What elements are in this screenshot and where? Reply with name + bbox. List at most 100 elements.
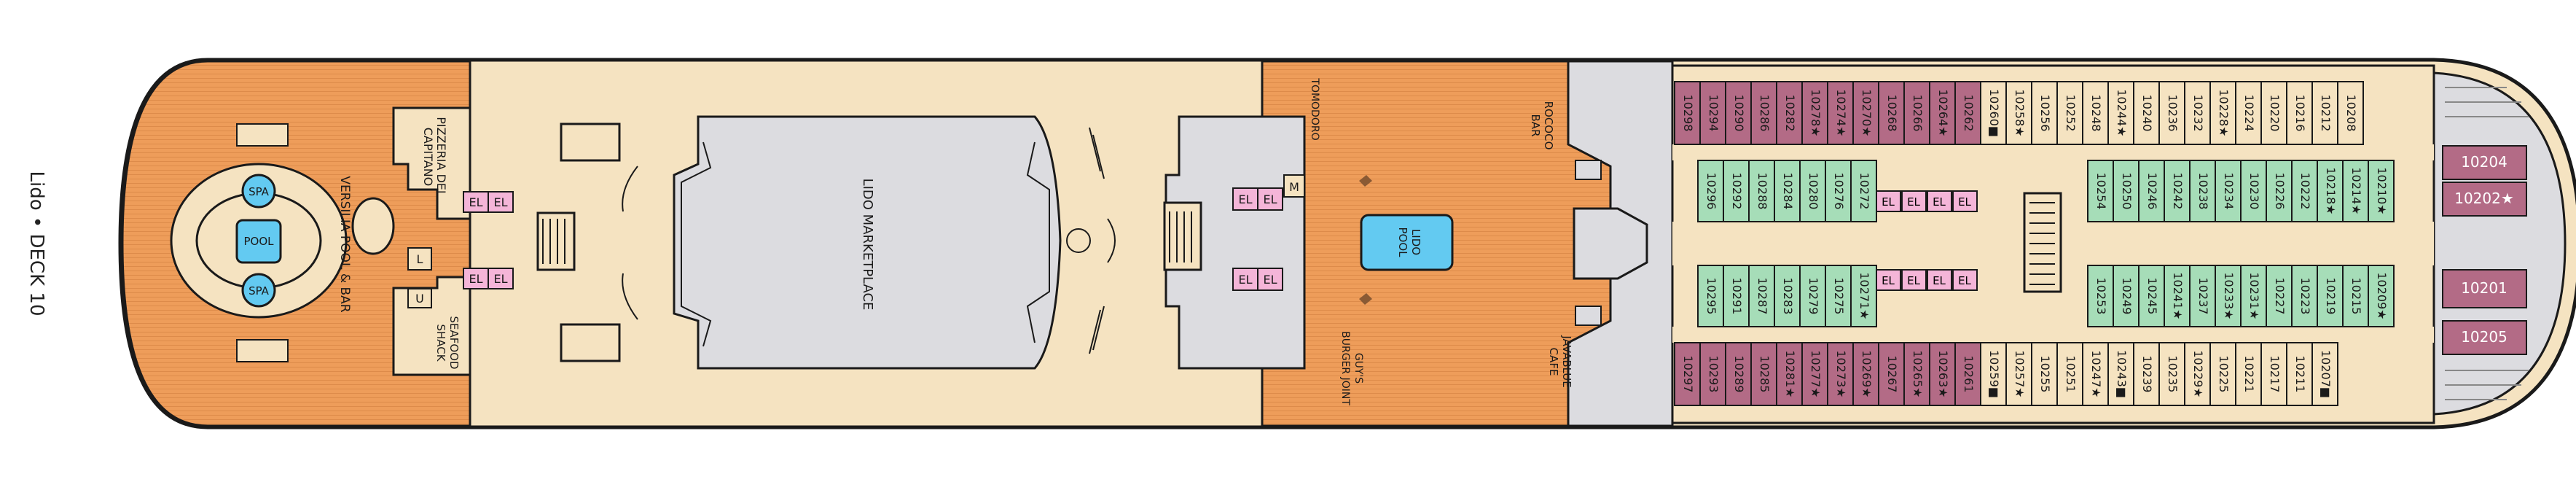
cabin-box[interactable] xyxy=(1723,265,1750,327)
cabin[interactable]: 10276 xyxy=(1825,160,1852,222)
cabin[interactable]: 10210★ xyxy=(2368,160,2395,222)
cabin[interactable]: 10227 xyxy=(2266,265,2293,327)
cabin[interactable]: 10269★ xyxy=(1852,342,1879,406)
cabin-box[interactable] xyxy=(1980,81,2007,145)
cabin[interactable]: 10275 xyxy=(1825,265,1852,327)
cabin[interactable]: 10217 xyxy=(2260,342,2287,406)
cabin[interactable]: 10256 xyxy=(2031,81,2058,145)
cabin[interactable]: 10216 xyxy=(2286,81,2313,145)
cabin[interactable]: 10266 xyxy=(1903,81,1930,145)
cabin-box[interactable] xyxy=(2209,81,2236,145)
cabin[interactable]: 10252 xyxy=(2056,81,2083,145)
cabin-box[interactable] xyxy=(2113,265,2140,327)
cabin[interactable]: 10267 xyxy=(1878,342,1905,406)
aft-suite[interactable] xyxy=(2442,320,2527,355)
cabin-box[interactable] xyxy=(1827,81,1854,145)
cabin-box[interactable] xyxy=(2138,160,2165,222)
cabin[interactable]: 10268 xyxy=(1878,81,1905,145)
cabin-box[interactable] xyxy=(2342,160,2369,222)
cabin[interactable]: 10251 xyxy=(2056,342,2083,406)
cabin[interactable]: 10230 xyxy=(2240,160,2267,222)
cabin[interactable]: 10272 xyxy=(1850,160,1877,222)
cabin[interactable]: 10265★ xyxy=(1903,342,1930,406)
aft-suite[interactable] xyxy=(2442,182,2527,217)
cabin[interactable]: 10253 xyxy=(2087,265,2114,327)
cabin[interactable]: 10264★ xyxy=(1929,81,1956,145)
cabin[interactable]: 10295 xyxy=(1697,265,1724,327)
cabin[interactable]: 10263★ xyxy=(1929,342,1956,406)
cabin-box[interactable] xyxy=(2368,265,2395,327)
cabin-box[interactable] xyxy=(1878,342,1905,406)
cabin[interactable]: 10255 xyxy=(2031,342,2058,406)
cabin-box[interactable] xyxy=(1825,160,1852,222)
cabin[interactable]: 10239 xyxy=(2133,342,2160,406)
cabin[interactable]: 10233★ xyxy=(2215,265,2242,327)
cabin-box[interactable] xyxy=(1699,342,1726,406)
cabin-box[interactable] xyxy=(2240,160,2267,222)
cabin[interactable]: 10283 xyxy=(1774,265,1801,327)
cabin[interactable]: 10282 xyxy=(1776,81,1803,145)
cabin-box[interactable] xyxy=(2311,342,2338,406)
cabin[interactable]: 10271★ xyxy=(1850,265,1877,327)
cabin-box[interactable] xyxy=(2184,81,2211,145)
cabin-box[interactable] xyxy=(1850,160,1877,222)
cabin[interactable]: 10260■ xyxy=(1980,81,2007,145)
cabin-box[interactable] xyxy=(2133,81,2160,145)
cabin-box[interactable] xyxy=(2286,81,2313,145)
cabin-box[interactable] xyxy=(2113,160,2140,222)
cabin-box[interactable] xyxy=(2317,265,2344,327)
cabin[interactable]: 10212 xyxy=(2311,81,2338,145)
cabin[interactable]: 10284 xyxy=(1774,160,1801,222)
cabin-box[interactable] xyxy=(2266,265,2293,327)
cabin[interactable]: 10294 xyxy=(1699,81,1726,145)
cabin[interactable]: 10277★ xyxy=(1801,342,1828,406)
cabin[interactable]: 10221 xyxy=(2235,342,2262,406)
cabin[interactable]: 10231★ xyxy=(2240,265,2267,327)
cabin-box[interactable] xyxy=(1748,265,1775,327)
cabin[interactable]: 10288 xyxy=(1748,160,1775,222)
cabin[interactable]: 10274★ xyxy=(1827,81,1854,145)
cabin[interactable]: 10232 xyxy=(2184,81,2211,145)
cabin-box[interactable] xyxy=(2107,81,2134,145)
cabin-box[interactable] xyxy=(1878,81,1905,145)
cabin[interactable]: 10208 xyxy=(2337,81,2364,145)
cabin-box[interactable] xyxy=(2266,160,2293,222)
cabin[interactable]: 10270★ xyxy=(1852,81,1879,145)
cabin-box[interactable] xyxy=(2235,342,2262,406)
cabin-box[interactable] xyxy=(1723,160,1750,222)
cabin[interactable]: 10254 xyxy=(2087,160,2114,222)
cabin-box[interactable] xyxy=(2337,81,2364,145)
cabin[interactable]: 10246 xyxy=(2138,160,2165,222)
cabin-box[interactable] xyxy=(1725,81,1752,145)
cabin[interactable]: 10258★ xyxy=(2005,81,2032,145)
cabin-box[interactable] xyxy=(1750,342,1777,406)
cabin[interactable]: 10289 xyxy=(1725,342,1752,406)
cabin-box[interactable] xyxy=(2138,265,2165,327)
cabin-box[interactable] xyxy=(1697,265,1724,327)
cabin[interactable]: 10223 xyxy=(2291,265,2318,327)
cabin[interactable]: 10242 xyxy=(2164,160,2191,222)
cabin[interactable]: 10286 xyxy=(1750,81,1777,145)
cabin-box[interactable] xyxy=(1852,81,1879,145)
cabin-box[interactable] xyxy=(1725,342,1752,406)
cabin-box[interactable] xyxy=(1774,265,1801,327)
cabin[interactable]: 10285 xyxy=(1750,342,1777,406)
cabin-box[interactable] xyxy=(2082,81,2109,145)
cabin[interactable]: 10229★ xyxy=(2184,342,2211,406)
cabin[interactable]: 10220 xyxy=(2260,81,2287,145)
cabin-box[interactable] xyxy=(1929,81,1956,145)
cabin[interactable]: 10249 xyxy=(2113,265,2140,327)
cabin-box[interactable] xyxy=(2184,342,2211,406)
cabin[interactable]: 10238 xyxy=(2189,160,2216,222)
cabin[interactable]: 10280 xyxy=(1799,160,1826,222)
cabin-box[interactable] xyxy=(2056,342,2083,406)
cabin-box[interactable] xyxy=(1801,342,1828,406)
cabin[interactable]: 10236 xyxy=(2158,81,2185,145)
cabin[interactable]: 10215 xyxy=(2342,265,2369,327)
cabin-box[interactable] xyxy=(2368,160,2395,222)
cabin-box[interactable] xyxy=(2291,160,2318,222)
cabin-box[interactable] xyxy=(2005,342,2032,406)
cabin-box[interactable] xyxy=(2215,160,2242,222)
aft-suite[interactable] xyxy=(2442,145,2527,180)
cabin[interactable]: 10219 xyxy=(2317,265,2344,327)
